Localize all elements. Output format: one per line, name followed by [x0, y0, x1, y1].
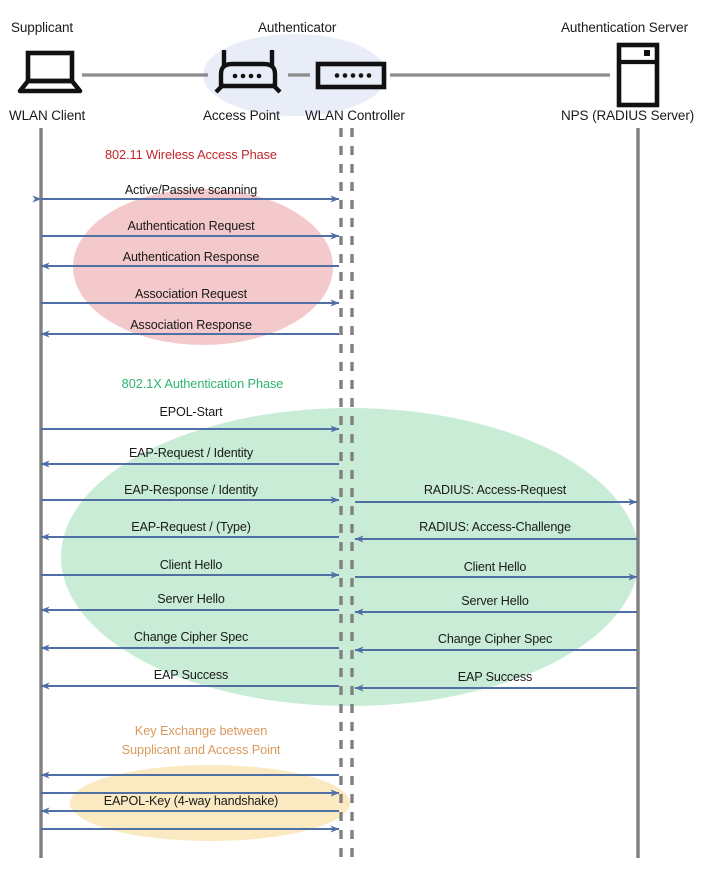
msg-label-authentication-request: Authentication Request [127, 219, 255, 233]
phase-label-key-exchange-line2: Supplicant and Access Point [121, 742, 281, 757]
msg-label-active-passive-scanning: Active/Passive scanning [124, 183, 258, 197]
msg-label-eap-request-identity: EAP-Request / Identity [128, 446, 254, 460]
msg-label-radius-access-challenge: RADIUS: Access-Challenge [419, 520, 571, 534]
msg-label-association-request: Association Request [135, 287, 247, 301]
msg-label-client-hello-right: Client Hello [463, 560, 527, 574]
server-icon [616, 42, 660, 108]
phase-key-exchange-arrows [40, 771, 340, 833]
msg-label-change-cipher-spec-right: Change Cipher Spec [437, 632, 553, 646]
phase-label-key-exchange: Key Exchange between Supplicant and Acce… [56, 721, 346, 759]
msg-label-eap-success-left: EAP Success [153, 668, 229, 682]
msg-label-eapol-key: EAPOL-Key (4-way handshake) [103, 794, 279, 808]
msg-label-association-response: Association Response [130, 318, 252, 332]
phase-label-key-exchange-line1: Key Exchange between [134, 723, 268, 738]
msg-label-change-cipher-spec-left: Change Cipher Spec [133, 630, 249, 644]
actor-device-wlan-controller: WLAN Controller [305, 108, 405, 123]
msg-label-client-hello-left: Client Hello [159, 558, 223, 572]
msg-label-radius-access-request: RADIUS: Access-Request [423, 483, 567, 497]
actor-role-authenticator: Authenticator [258, 20, 337, 35]
phase-key-exchange-ellipse [70, 765, 350, 841]
access-point-icon [214, 50, 282, 94]
wlan-controller-icon [315, 61, 387, 90]
msg-label-eap-response-identity: EAP-Response / Identity [124, 483, 258, 497]
actor-role-authentication-server: Authentication Server [561, 20, 688, 35]
phase-802-1x-arrows-left [40, 425, 340, 690]
phase-label-802-1x: 802.1X Authentication Phase [121, 376, 284, 391]
actor-role-supplicant: Supplicant [11, 20, 74, 35]
phase-802-11-ellipse [73, 189, 333, 345]
actor-device-wlan-client: WLAN Client [9, 108, 86, 123]
msg-label-server-hello-left: Server Hello [157, 592, 225, 606]
msg-label-eap-request-type: EAP-Request / (Type) [131, 520, 251, 534]
phase-802-11-arrows [32, 195, 340, 338]
phase-label-802-11: 802.11 Wireless Access Phase [105, 147, 277, 162]
laptop-icon [17, 50, 83, 94]
msg-label-server-hello-right: Server Hello [461, 594, 529, 608]
phase-802-1x-arrows-right [354, 498, 638, 692]
msg-label-epol-start: EPOL-Start [159, 405, 223, 419]
msg-label-eap-success-right: EAP Success [457, 670, 533, 684]
actor-device-access-point: Access Point [203, 108, 280, 123]
actor-device-nps: NPS (RADIUS Server) [561, 108, 695, 123]
msg-label-authentication-response: Authentication Response [122, 250, 260, 264]
phase-802-1x-ellipse [61, 408, 639, 706]
